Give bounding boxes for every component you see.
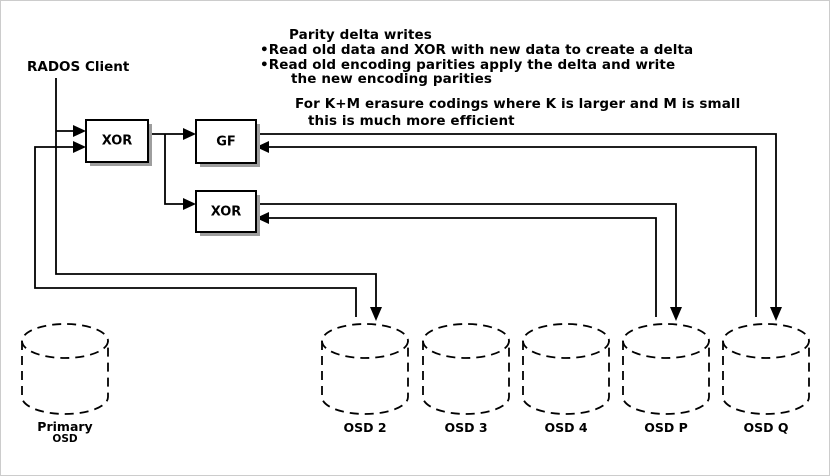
arrow-into-gf bbox=[183, 128, 196, 140]
osdq-cylinder bbox=[722, 323, 810, 415]
arrow-into-xor1-top bbox=[73, 125, 86, 137]
gf-write-line bbox=[256, 133, 777, 308]
client-write-line bbox=[55, 78, 377, 308]
osd2-cylinder bbox=[321, 323, 409, 415]
xor2-box bbox=[195, 190, 257, 233]
gf-label: GF bbox=[216, 134, 236, 150]
read-old-data-line bbox=[34, 146, 357, 317]
arrow-into-osdq bbox=[770, 307, 782, 321]
osd4-label: OSD 4 bbox=[544, 420, 588, 435]
primary-osd-label: Primary bbox=[37, 419, 93, 434]
arrow-into-xor2 bbox=[183, 198, 196, 210]
osd3-label: OSD 3 bbox=[444, 420, 488, 435]
primary-osd-cylinder bbox=[21, 323, 109, 415]
osdq-label: OSD Q bbox=[743, 420, 789, 435]
osdp-label: OSD P bbox=[644, 420, 688, 435]
osd2-label: OSD 2 bbox=[343, 420, 387, 435]
osd3-cylinder bbox=[422, 323, 510, 415]
arrowheads bbox=[73, 125, 782, 321]
xor2-write-line bbox=[256, 203, 677, 308]
arrow-return-into-xor2 bbox=[256, 212, 269, 224]
osd4-cylinder bbox=[522, 323, 610, 415]
note-bullet-2: •Read old encoding parities apply the de… bbox=[260, 57, 676, 73]
note-bullet-1: •Read old data and XOR with new data to … bbox=[260, 42, 694, 58]
note-title: Parity delta writes bbox=[289, 27, 432, 43]
osd-cylinders bbox=[21, 323, 810, 415]
arrow-into-osdp bbox=[670, 307, 682, 321]
xor1-label: XOR bbox=[101, 133, 133, 149]
efficiency-note-line1: For K+M erasure codings where K is large… bbox=[295, 96, 741, 112]
gf-box bbox=[195, 119, 257, 164]
xor2-label: XOR bbox=[210, 204, 242, 220]
arrow-into-xor1-bottom bbox=[73, 141, 86, 153]
arrow-return-into-gf bbox=[256, 141, 269, 153]
xor1-box bbox=[85, 119, 149, 163]
rados-client-label: RADOS Client bbox=[27, 59, 130, 75]
op-boxes bbox=[85, 119, 260, 236]
xor2-read-line bbox=[269, 217, 657, 317]
note-bullet-2-cont: the new encoding parities bbox=[291, 71, 492, 87]
efficiency-note-line2: this is much more efficient bbox=[308, 113, 515, 129]
primary-osd-sublabel: OSD bbox=[52, 433, 78, 445]
delta-branch-line bbox=[148, 133, 184, 205]
flow-lines bbox=[34, 78, 777, 317]
gf-read-line bbox=[269, 146, 757, 317]
arrow-into-osd2 bbox=[370, 307, 382, 321]
osdp-cylinder bbox=[622, 323, 710, 415]
